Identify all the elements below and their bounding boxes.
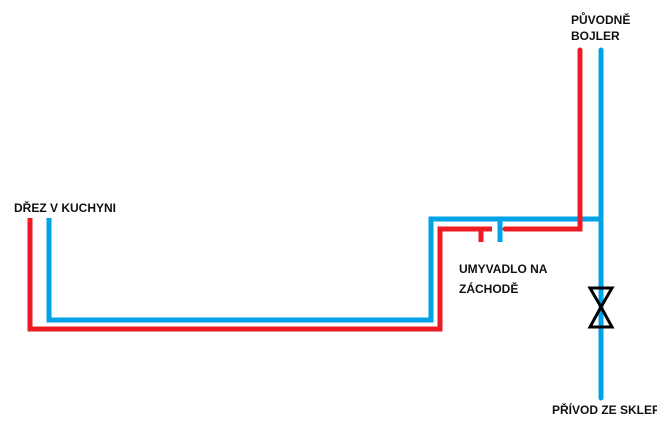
washbasin-label: UMYVADLO NA ZÁCHODĚ: [459, 261, 547, 297]
kitchen-sink-label: DŘEZ V KUCHYNI: [14, 201, 117, 215]
valve-lower-triangle: [587, 303, 615, 329]
valve-upper-triangle: [587, 286, 615, 310]
washbasin-label-line1: UMYVADLO NA: [459, 262, 548, 276]
hot-pipe-to-kitchen: [27, 218, 492, 332]
washbasin-label-line2: ZÁCHODĚ: [459, 282, 519, 296]
hot-pipe-from-boiler: [502, 47, 583, 232]
cold-pipe-horizontal-to-kitchen: [46, 216, 601, 323]
hot-water-pipe: [27, 47, 583, 332]
supply-label: PŘÍVOD ZE SKLEPA: [552, 403, 657, 417]
valve-icon: [587, 286, 615, 329]
boiler-label: PŮVODNĚ BOJLER: [571, 12, 630, 44]
boiler-label-line1: PŮVODNĚ: [571, 13, 631, 27]
cold-water-pipe: [46, 47, 604, 401]
boiler-label-line2: BOJLER: [571, 29, 620, 43]
